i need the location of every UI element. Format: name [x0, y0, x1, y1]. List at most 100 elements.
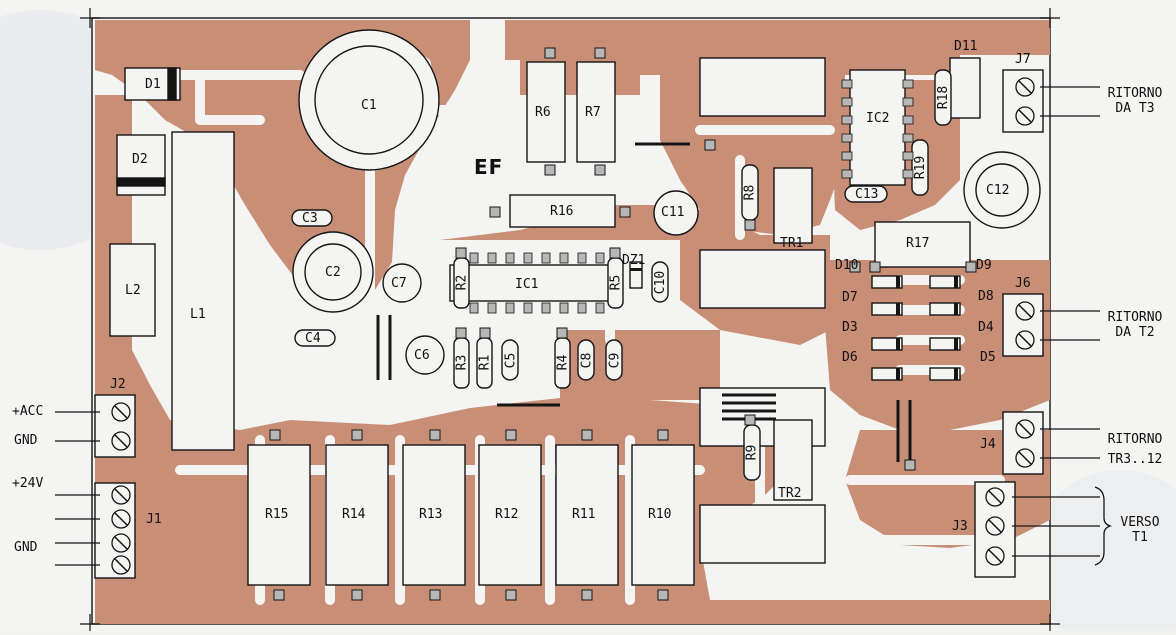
label-d4: D4: [978, 320, 994, 335]
component-outlines: [109, 29, 1041, 586]
label-r14: R14: [342, 507, 366, 522]
label-c7: C7: [391, 276, 407, 291]
heatsink-top: [699, 57, 826, 117]
label-d10: D10: [835, 258, 859, 273]
label-j4: J4: [980, 437, 996, 452]
label-r16: R16: [550, 204, 574, 219]
label-ic2: IC2: [866, 111, 890, 126]
c1-body: [298, 29, 440, 171]
c6-body: [405, 335, 445, 375]
c10-body: [651, 261, 669, 303]
d8-body: [929, 302, 961, 316]
label-r18: R18: [936, 85, 952, 110]
label-c1: C1: [361, 98, 377, 113]
label-tr2: TR2: [778, 486, 802, 501]
d3-body: [871, 337, 903, 351]
label-dz1: DZ1: [622, 253, 646, 268]
label-d3: D3: [842, 320, 858, 335]
c13-body: [844, 185, 888, 203]
d5-body: [929, 367, 961, 381]
label-r10: R10: [648, 507, 672, 522]
label-r12: R12: [495, 507, 519, 522]
r13-body: [402, 444, 466, 586]
label-r15: R15: [265, 507, 289, 522]
label-r7: R7: [585, 105, 601, 120]
label-r13: R13: [419, 507, 443, 522]
c12-body: [963, 151, 1041, 229]
label-r1: R1: [477, 354, 493, 371]
tr2-body: [773, 419, 813, 501]
label-r8: R8: [742, 184, 758, 201]
pads: [269, 47, 977, 601]
terminal-label-verso-1: VERSO: [1120, 515, 1160, 530]
label-c12: C12: [986, 183, 1010, 198]
label-j6: J6: [1015, 276, 1031, 291]
r19-body: [911, 139, 929, 196]
label-c10: C10: [653, 270, 669, 295]
label-d7: D7: [842, 290, 858, 305]
label-c3: C3: [302, 211, 318, 226]
tr1-body: [773, 167, 813, 244]
terminal-label-ritorno-tr-2: TR3..12: [1107, 452, 1163, 467]
label-d11: D11: [954, 39, 978, 54]
label-c6: C6: [414, 348, 430, 363]
r14-body: [325, 444, 389, 586]
label-l1: L1: [190, 307, 206, 322]
d4-body: [929, 337, 961, 351]
terminal-label-ritorno-t2-2: DA T2: [1115, 325, 1155, 340]
r7-body: [576, 61, 616, 163]
board-title: EF: [474, 155, 504, 179]
l2-body: [109, 243, 156, 337]
r15-body: [247, 444, 311, 586]
terminal-label-ritorno-t2-1: RITORNO: [1107, 310, 1163, 325]
terminal-label-acc: +ACC: [12, 404, 44, 419]
label-tr1: TR1: [780, 236, 804, 251]
r17-body: [874, 221, 971, 268]
label-j1: J1: [146, 512, 162, 527]
screw-slots: [114, 80, 1032, 572]
verso-brace: [1094, 486, 1113, 566]
label-d5: D5: [980, 350, 996, 365]
heatsink-mid: [699, 249, 826, 309]
label-d1: D1: [145, 77, 161, 92]
crop-marks: [80, 8, 1060, 631]
label-r4: R4: [555, 354, 571, 371]
label-r5: R5: [608, 274, 624, 291]
terminal-label-24v: +24V: [12, 476, 44, 491]
c11-body: [653, 190, 699, 236]
r16-body: [509, 194, 616, 228]
d9-body: [929, 275, 961, 289]
label-c9: C9: [607, 352, 623, 369]
label-c11: C11: [661, 205, 685, 220]
label-r9: R9: [744, 444, 760, 461]
terminal-label-verso-2: T1: [1132, 530, 1148, 545]
label-r6: R6: [535, 105, 551, 120]
c7-body: [382, 263, 422, 303]
r6-body: [526, 61, 566, 163]
label-d2: D2: [132, 152, 148, 167]
terminal-label-gnd-j2: GND: [14, 433, 38, 448]
terminal-label-ritorno-tr-1: RITORNO: [1107, 432, 1163, 447]
label-r17: R17: [906, 236, 930, 251]
r11-body: [555, 444, 619, 586]
label-c4: C4: [305, 331, 321, 346]
terminal-label-gnd-j1: GND: [14, 540, 38, 555]
label-r2: R2: [454, 274, 470, 291]
label-d9: D9: [976, 258, 992, 273]
terminal-label-ritorno-t3-1: RITORNO: [1107, 86, 1163, 101]
label-c5: C5: [503, 352, 519, 369]
l1-body: [171, 131, 235, 451]
label-d6: D6: [842, 350, 858, 365]
d6-body: [871, 367, 903, 381]
d10-body: [871, 275, 903, 289]
label-ic1: IC1: [515, 277, 539, 292]
d11-body: [949, 57, 981, 119]
c5-body: [501, 339, 519, 381]
label-c8: C8: [579, 352, 595, 369]
label-d8: D8: [978, 289, 994, 304]
c3-body: [291, 209, 333, 227]
external-leads: [55, 86, 1100, 566]
label-l2: L2: [125, 283, 141, 298]
